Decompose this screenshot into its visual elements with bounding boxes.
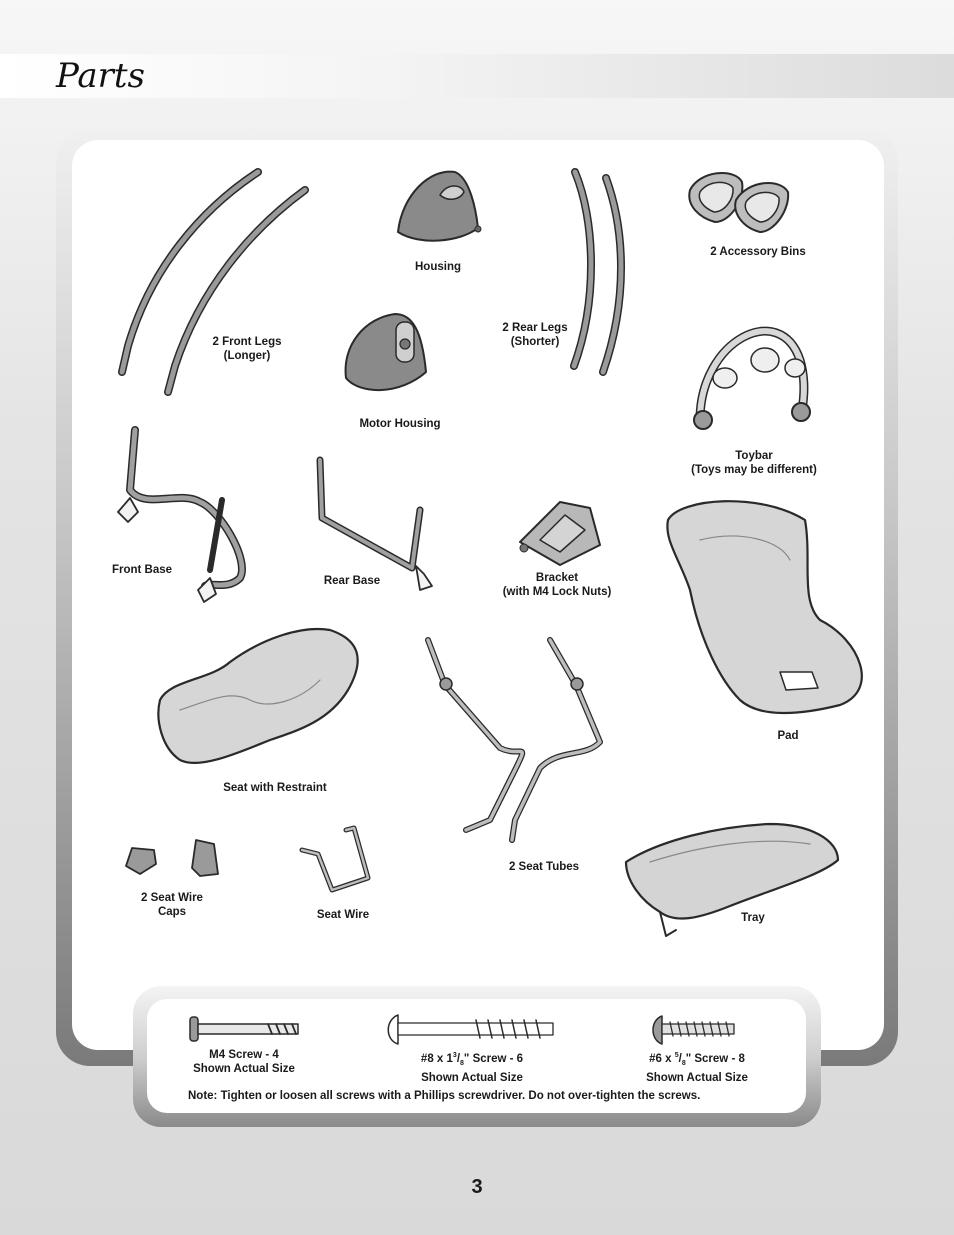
rear-base-illustration	[316, 456, 433, 591]
label-front-legs: 2 Front Legs(Longer)	[212, 336, 282, 362]
label-seat-tubes: 2 Seat Tubes	[508, 861, 580, 873]
accessory-bins-illustration	[688, 171, 790, 233]
seat-wire-caps-illustration	[125, 839, 219, 877]
seat-illustration	[157, 628, 359, 765]
m4-screw-icon	[189, 1016, 299, 1042]
tray-illustration	[624, 822, 840, 937]
label-rear-base: Rear Base	[323, 575, 381, 587]
seat-wire-illustration	[299, 825, 371, 893]
housing-illustration	[397, 170, 482, 242]
label-no6-screw: #6 x 5/8" Screw - 8 Shown Actual Size	[646, 1052, 748, 1085]
label-housing: Housing	[415, 261, 461, 273]
rear-legs-illustration	[570, 168, 625, 376]
front-base-illustration	[117, 426, 246, 603]
screws-box	[147, 999, 806, 1113]
label-bracket: Bracket(with M4 Lock Nuts)	[502, 572, 612, 598]
bracket-illustration	[519, 501, 601, 566]
screw-note: Note: Tighten or loosen all screws with …	[188, 1090, 701, 1102]
label-pad: Pad	[777, 730, 799, 742]
label-toybar: Toybar(Toys may be different)	[691, 450, 817, 476]
front-legs-illustration	[118, 168, 309, 396]
no8-screw-icon	[387, 1014, 554, 1045]
toybar-illustration	[693, 326, 811, 430]
label-tray: Tray	[741, 912, 765, 924]
no6-screw-icon	[652, 1015, 735, 1045]
title-band	[0, 54, 954, 98]
label-front-base: Front Base	[111, 564, 173, 576]
seat-tubes-illustration	[425, 637, 603, 843]
pad-illustration	[666, 500, 863, 715]
page-title: Parts	[56, 56, 145, 96]
label-seat-with-restraint: Seat with Restraint	[223, 782, 327, 794]
label-no8-screw: #8 x 13/8" Screw - 6 Shown Actual Size	[420, 1052, 524, 1085]
page-number: 3	[471, 1176, 483, 1198]
label-seat-wire: Seat Wire	[316, 909, 370, 921]
motor-housing-illustration	[344, 313, 427, 391]
label-motor-housing: Motor Housing	[359, 418, 441, 430]
label-rear-legs: 2 Rear Legs(Shorter)	[502, 322, 568, 348]
label-accessory-bins: 2 Accessory Bins	[710, 246, 806, 258]
